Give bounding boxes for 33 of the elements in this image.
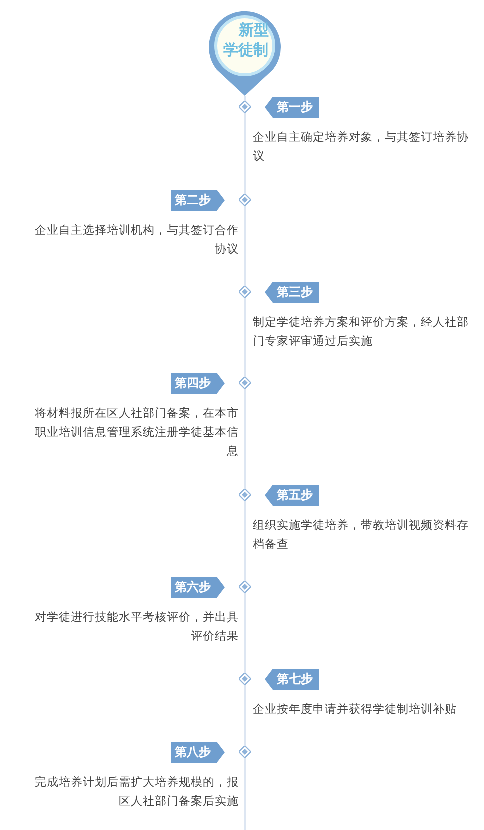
step-description: 制定学徒培养方案和评价方案，经人社部门专家评审通过后实施 [253,314,470,350]
timeline-line [244,593,246,673]
step-tag: 第四步 [171,373,225,394]
diamond-marker [239,286,251,298]
pin-title: 新型学徒制 [222,20,270,60]
timeline-line [244,685,246,746]
diamond-marker [239,377,251,389]
step-tag: 第五步 [265,485,319,506]
step-tag: 第六步 [171,577,225,598]
step-description: 企业自主选择培训机构，与其签订合作协议 [34,222,239,258]
step-description: 将材料报所在区人社部门备案，在本市职业培训信息管理系统注册学徒基本信息 [34,405,239,460]
step-description: 完成培养计划后需扩大培养规模的，报区人社部门备案后实施 [34,774,239,810]
diamond-marker [239,581,251,593]
timeline-line [244,113,246,194]
timeline-line [244,206,246,286]
step-tag: 第三步 [265,282,319,303]
step-tag: 第七步 [265,669,319,690]
step-description: 企业自主确定培养对象，与其签订培养协议 [253,129,470,165]
timeline-line [244,389,246,489]
step-description: 对学徒进行技能水平考核评价，并出具评价结果 [34,609,239,645]
diamond-marker [239,194,251,206]
diamond-marker [239,101,251,113]
timeline-line [244,298,246,377]
step-tag: 第二步 [171,190,225,211]
diamond-marker [239,746,251,758]
step-tag: 第八步 [171,742,225,763]
diamond-marker [239,489,251,501]
timeline-line [244,501,246,581]
step-description: 企业按年度申请并获得学徒制培训补贴 [253,701,458,718]
step-tag: 第一步 [265,97,319,118]
step-description: 组织实施学徒培养，带教培训视频资料存档备查 [253,517,470,553]
timeline-line [244,96,246,101]
diamond-marker [239,673,251,685]
